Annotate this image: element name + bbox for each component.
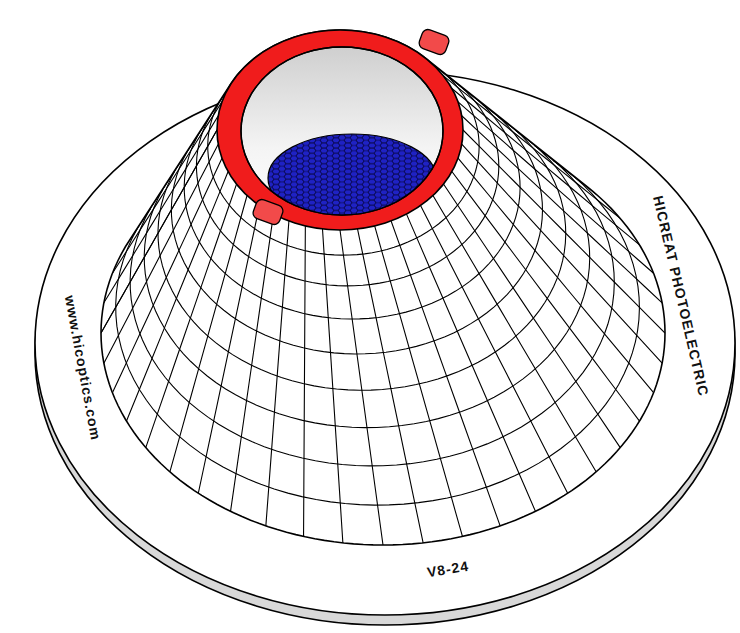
grid-meridian <box>375 226 463 536</box>
grid-meridian <box>421 206 568 494</box>
grid-meridian <box>170 195 247 471</box>
grid-meridian <box>126 172 228 422</box>
grid-meridian <box>112 158 222 393</box>
opening-edge <box>241 47 443 215</box>
grid-meridian <box>101 130 217 333</box>
cone-grid <box>101 65 665 545</box>
grid-meridian <box>462 116 662 303</box>
mesh-group <box>268 134 436 222</box>
grid-meridian <box>101 130 217 333</box>
grid-meridian <box>406 214 535 511</box>
grid-meridian <box>463 130 665 333</box>
grid-meridian <box>462 144 662 363</box>
rim-text: www.hicoptics.com <box>63 295 103 442</box>
ring-tab <box>417 28 450 56</box>
hex-mesh <box>268 134 436 222</box>
grid-parallel <box>158 117 566 391</box>
grid-meridian <box>452 88 640 244</box>
cone-surface <box>101 30 665 545</box>
grid-meridian <box>322 229 342 543</box>
grid-meridian <box>358 229 424 543</box>
grid-meridian <box>198 206 259 494</box>
grid-meridian <box>391 221 500 526</box>
rim-text: V8-24 <box>426 559 470 580</box>
ring-tab <box>251 198 284 226</box>
grid-parallel <box>144 131 589 428</box>
grid-meridian <box>304 226 306 536</box>
grid-meridian <box>104 116 218 303</box>
red-ring <box>217 30 463 230</box>
rim-text: HICREAT PHOTOELECTRIC <box>651 194 711 397</box>
grid-meridian <box>340 230 383 545</box>
